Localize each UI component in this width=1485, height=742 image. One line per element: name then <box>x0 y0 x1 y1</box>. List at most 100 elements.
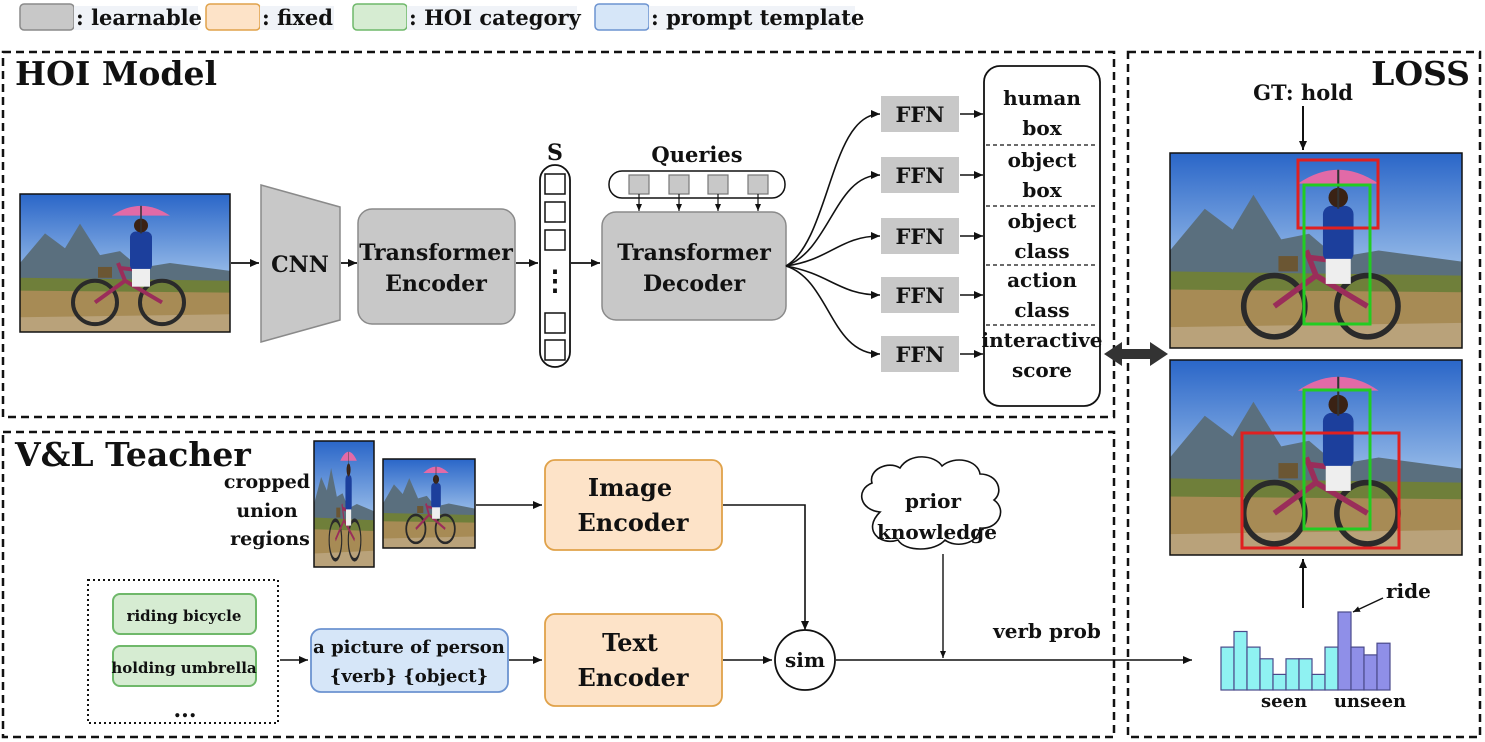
double-arrow-loss <box>1104 342 1168 366</box>
verb-prob-bar-unseen <box>1363 654 1378 691</box>
gt-human-box <box>1302 183 1372 326</box>
output-object-box-line2: box <box>1022 178 1062 202</box>
query-token <box>628 174 650 195</box>
ffn-label: FFN <box>895 224 944 249</box>
s-token <box>544 201 566 223</box>
image-encoder-line2: Encoder <box>577 508 688 537</box>
legend-label-learnable: : learnable <box>76 5 202 30</box>
cropped-label-line2: union <box>236 500 298 522</box>
prior-knowledge-cloud <box>860 456 1002 550</box>
ffn-block <box>881 218 959 254</box>
text-encoder-line1: Text <box>602 628 658 657</box>
category-riding-bicycle <box>112 593 257 635</box>
verb-prob-bar-seen <box>1311 673 1326 691</box>
verb-prob-bar-unseen <box>1376 642 1391 691</box>
verb-prob-bar-seen <box>1233 630 1248 691</box>
verb-prob-bar-unseen <box>1350 646 1365 691</box>
cropped-label-line3: regions <box>230 528 310 550</box>
ffn-label: FFN <box>895 342 944 367</box>
verb-prob-bar-seen <box>1324 646 1339 691</box>
legend-label-bg <box>260 6 334 30</box>
loss-title: LOSS <box>1371 54 1470 93</box>
legend-item-fixed: : fixed <box>205 3 334 31</box>
verb-prob-bar-seen <box>1259 658 1274 691</box>
legend-swatch-prompt-template <box>594 3 650 31</box>
input-image-border <box>19 193 231 333</box>
cnn-block <box>260 184 341 343</box>
cropped-region-2-border <box>382 458 476 549</box>
arrow-to-ffn-3 <box>785 232 881 267</box>
category-label: riding bicycle <box>127 607 242 625</box>
legend-item-learnable: : learnable <box>19 3 202 31</box>
legend-swatch-hoi-category <box>352 3 408 31</box>
ride-label: ride <box>1386 579 1431 603</box>
teacher-title: V&L Teacher <box>14 435 251 474</box>
query-token <box>747 174 769 195</box>
category-holding-umbrella <box>112 645 257 687</box>
prompt-line2: {verb} {object} <box>330 666 488 687</box>
verb-prob-bar-seen <box>1285 658 1300 691</box>
hoi-model-title: HOI Model <box>15 54 217 93</box>
ffn-stack: FFN FFN FFN FFN FFN <box>881 96 959 372</box>
output-interactive-score-line2: score <box>1012 358 1072 382</box>
arrow-imgenc-sim <box>723 504 809 630</box>
legend-label-hoi-category: : HOI category <box>409 5 582 30</box>
queries-label: Queries <box>651 142 742 167</box>
s-token <box>544 173 566 195</box>
query-token <box>707 174 729 195</box>
hoi-category-list <box>87 579 279 724</box>
output-object-box-line1: object <box>1008 148 1077 172</box>
query-tokens <box>628 174 769 211</box>
legend-label-bg <box>649 6 855 30</box>
encoder-label-line1: Transformer <box>359 240 513 266</box>
output-action-class-line2: class <box>1014 298 1069 322</box>
decoder-label-line2: Decoder <box>643 271 746 297</box>
queries-container <box>608 170 786 199</box>
prompt-template-block <box>310 628 509 693</box>
prior-knowledge-line1: prior <box>905 489 961 513</box>
ffn-block <box>881 277 959 313</box>
arrow-to-ffn-5 <box>785 265 881 358</box>
pred-human-box <box>1302 388 1372 531</box>
legend-item-hoi-category: : HOI category <box>352 3 582 31</box>
prompt-line1: a picture of person <box>313 637 505 658</box>
ffn-label: FFN <box>895 102 944 127</box>
arrow-to-ffn-1 <box>785 110 881 267</box>
ffn-block <box>881 157 959 193</box>
legend: : learnable : fixed : HOI category : pro… <box>19 3 864 31</box>
gt-object-box <box>1296 158 1380 230</box>
ffn-to-output-arrows <box>960 110 983 358</box>
loss-frame <box>1126 50 1482 739</box>
image-encoder-block <box>544 459 723 551</box>
hoi-model-frame <box>1 50 1116 419</box>
cropped-region-1 <box>314 441 374 567</box>
output-labels: human box object box object class action… <box>982 86 1103 382</box>
ride-pointer <box>1352 597 1384 613</box>
loss-image-bottom-border <box>1169 359 1463 556</box>
verb-prob-bar-seen <box>1246 646 1261 691</box>
legend-swatch-fixed <box>205 3 261 31</box>
transformer-encoder-block <box>357 208 516 325</box>
decoder-label-line1: Transformer <box>617 240 771 266</box>
legend-label-bg <box>407 6 577 30</box>
arrow-to-ffn-2 <box>785 171 881 267</box>
cropped-region-1-border <box>313 440 375 568</box>
legend-label-prompt-template: : prompt template <box>651 5 864 30</box>
category-more: ... <box>174 697 197 723</box>
decoder-to-ffn-arrows <box>785 110 881 358</box>
legend-label-bg <box>74 6 198 30</box>
cropped-label-line1: cropped <box>224 471 310 493</box>
text-encoder-line2: Encoder <box>577 663 688 692</box>
legend-swatch-learnable <box>19 3 75 31</box>
loss-image-top-border <box>1169 152 1463 349</box>
ffn-block <box>881 336 959 372</box>
s-token <box>544 229 566 251</box>
legend-item-prompt-template: : prompt template <box>594 3 864 31</box>
verb-prob-bar-unseen <box>1337 611 1352 691</box>
text-encoder-block <box>544 613 723 707</box>
prior-knowledge-line2: knowledge <box>877 520 997 544</box>
s-label: S <box>547 140 563 166</box>
legend-label-fixed: : fixed <box>262 5 333 30</box>
transformer-decoder-block <box>601 211 787 321</box>
